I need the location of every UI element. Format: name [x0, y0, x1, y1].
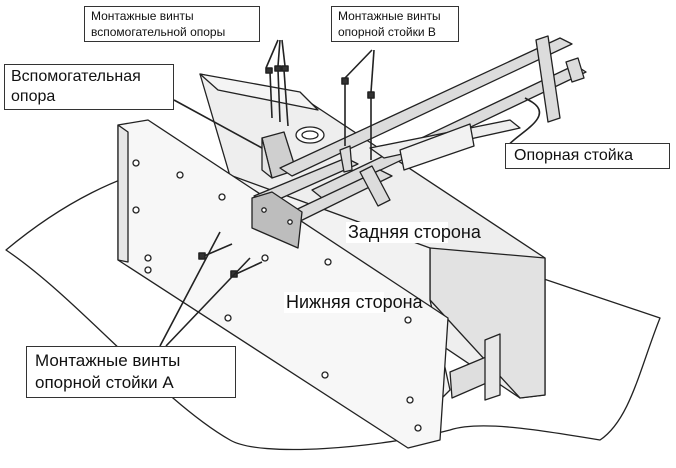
bottom-side-label: Нижняя сторона	[284, 292, 423, 313]
support-stand-frame	[253, 35, 587, 231]
stand-b-screws-line-1: Монтажные винты	[338, 9, 441, 23]
support-stand-text: Опорная стойка	[514, 147, 633, 164]
stand-b-screws-line-2: опорной стойки В	[338, 25, 436, 39]
side-bracket	[484, 333, 501, 401]
bottom-side-line-1: Нижняя	[286, 292, 351, 312]
stand-a-screws-line-1: Монтажные винты	[35, 351, 181, 370]
panel-screw-dots	[132, 159, 422, 432]
aux-support-label: Вспомогательная опора	[4, 64, 174, 110]
aux-support-screws-line-2: вспомогательной опоры	[91, 25, 226, 39]
stand-a-screws-label: Монтажные винты опорной стойки А	[26, 346, 236, 398]
aux-screws	[265, 65, 289, 127]
stand-a-bracket	[251, 191, 303, 249]
support-stand-label: Опорная стойка	[505, 143, 670, 169]
back-side-label: Задняя сторона	[346, 222, 481, 243]
back-panel-top	[199, 73, 319, 111]
aux-support-screws-line-1: Монтажные винты	[91, 9, 194, 23]
aux-support-line-2: опора	[11, 88, 56, 105]
stand-a-screws-line-2: опорной стойки А	[35, 373, 174, 392]
front-panel-edge	[117, 124, 129, 263]
stand-b-screws-label: Монтажные винты опорной стойки В	[331, 6, 459, 42]
back-side-line-2: сторона	[413, 222, 481, 242]
back-side-line-1: Задняя	[348, 222, 409, 242]
aux-support-screws-label: Монтажные винты вспомогательной опоры	[84, 6, 260, 42]
bottom-side-line-2: сторона	[355, 292, 423, 312]
aux-support-line-1: Вспомогательная	[11, 68, 141, 85]
leader-lines	[159, 39, 541, 347]
